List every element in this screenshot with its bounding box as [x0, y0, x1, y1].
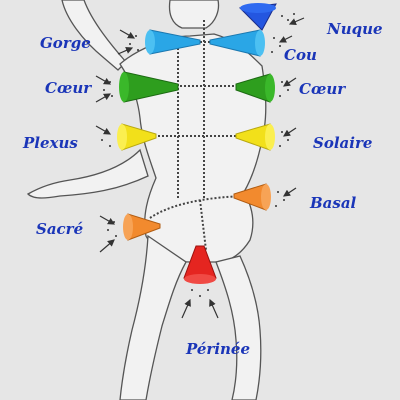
label-sacre: Sacré	[36, 220, 84, 238]
chakra-cone-cou	[209, 29, 265, 57]
label-cou: Cou	[284, 46, 317, 64]
label-perinee: Périnée	[186, 340, 251, 358]
label-plexus: Plexus	[23, 134, 78, 152]
chakra-cone-nuque	[238, 3, 277, 31]
chakra-cone-sacre	[123, 213, 161, 241]
chakra-cone-gorge	[145, 29, 201, 55]
energy-flow-marks	[95, 13, 305, 319]
label-nuque: Nuque	[327, 20, 383, 38]
label-coeur-left: Cœur	[45, 79, 92, 97]
chakra-cone-plexus	[117, 123, 157, 151]
label-gorge: Gorge	[40, 34, 91, 52]
chakra-cone-solaire	[235, 123, 275, 151]
chakra-cone-perinee	[183, 245, 217, 284]
label-coeur-right: Cœur	[299, 80, 346, 98]
chakra-cone-coeur-right	[235, 73, 275, 103]
label-solaire: Solaire	[313, 134, 373, 152]
chakra-cone-basal	[233, 183, 271, 211]
label-basal: Basal	[310, 194, 357, 212]
chakra-cone-coeur-left	[119, 71, 179, 103]
